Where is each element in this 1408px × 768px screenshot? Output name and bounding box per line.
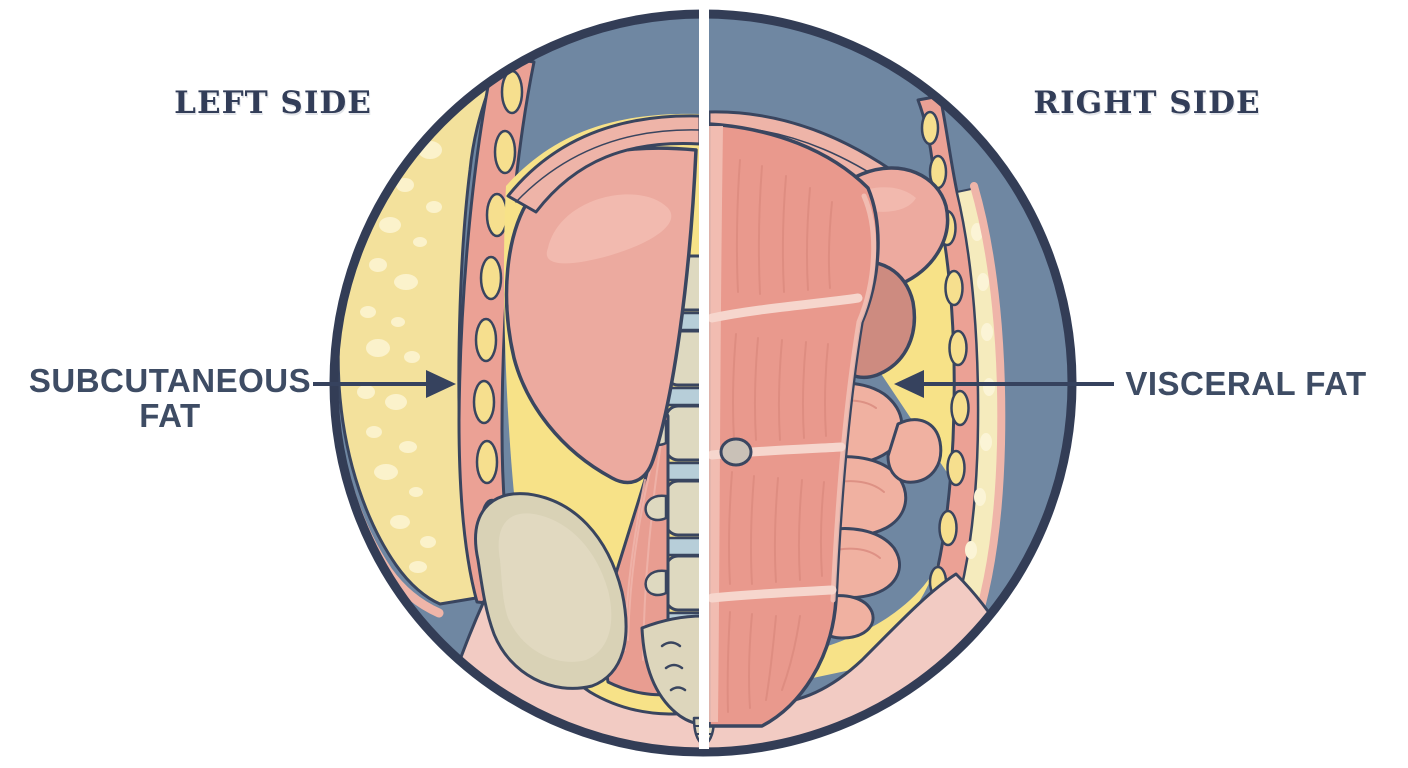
subcutaneous-arrow (313, 370, 456, 398)
subcutaneous-fat-label-line2: FAT (139, 396, 201, 434)
subcutaneous-fat-lobules (357, 141, 442, 573)
pelvis-highlight (498, 513, 612, 662)
subcutaneous-fat-label: SUBCUTANEOUS FAT (22, 362, 318, 434)
right-side-title: RIGHT SIDE (1033, 85, 1261, 121)
rectus-edge-light (830, 193, 877, 603)
rectus-striations (726, 159, 833, 713)
visceral-arrow (894, 370, 1114, 398)
divider-line (699, 0, 709, 749)
left-upper-wall-band-line (515, 129, 701, 203)
left-side-title: LEFT SIDE (174, 85, 372, 121)
right-skin (966, 182, 1006, 646)
visceral-fat-label: VISCERAL FAT (1125, 365, 1367, 402)
subcutaneous-fat-label-line1: SUBCUTANEOUS (28, 362, 312, 399)
left-wall-fat-pockets (472, 69, 524, 589)
linea-alba (709, 126, 723, 722)
navel (719, 437, 753, 467)
liver-highlight (546, 194, 672, 264)
